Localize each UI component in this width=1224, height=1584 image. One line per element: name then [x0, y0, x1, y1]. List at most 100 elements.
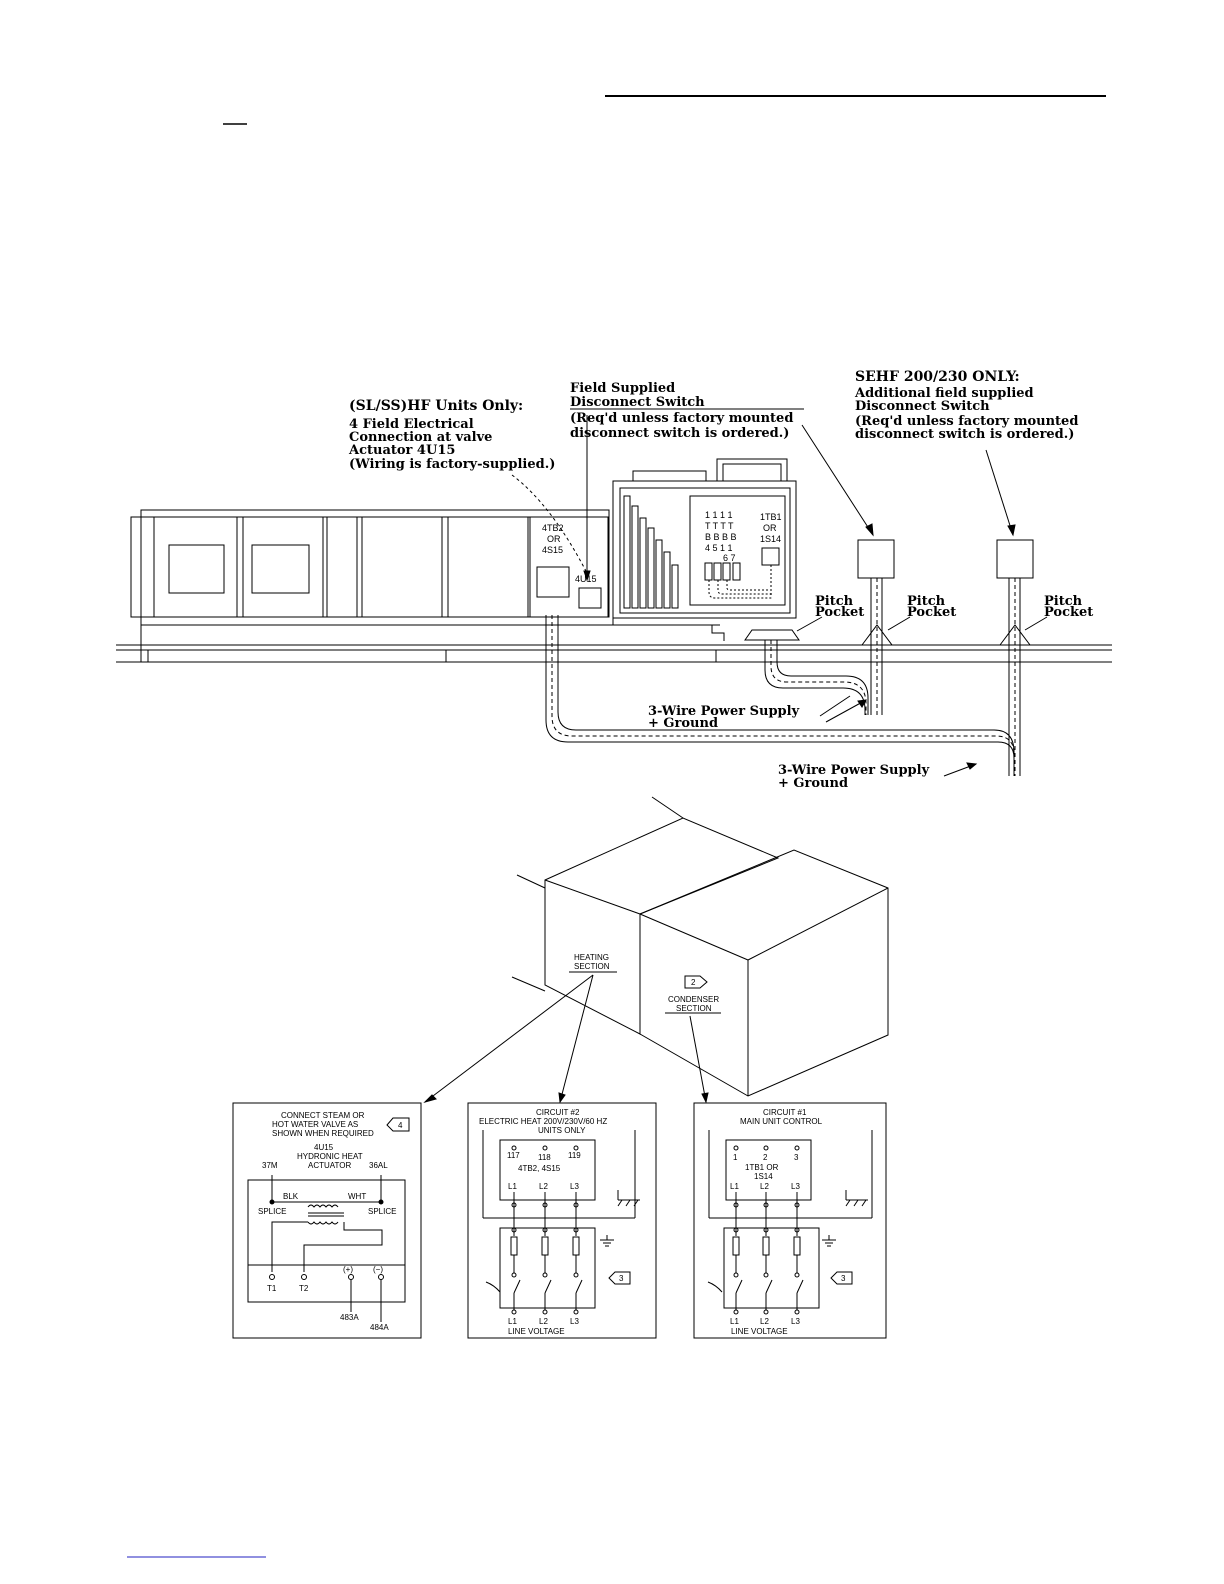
tb1-label-1: 1TB1 — [760, 512, 782, 522]
hydronic-term-right: 36AL — [369, 1161, 388, 1170]
circuit-2-term-1: 117 — [507, 1151, 520, 1160]
hydronic-dev-1: 4U15 — [314, 1143, 334, 1152]
pitch-pocket-1-line1: Pitch — [815, 594, 854, 609]
sehf-line2: Additional field supplied — [854, 386, 1034, 401]
hydronic-dev-2: HYDRONIC HEAT — [297, 1152, 363, 1161]
circuit-2-term-2: 118 — [538, 1153, 551, 1162]
hydronic-tag: 4 — [398, 1121, 403, 1130]
hydronic-title-2: HOT WATER VALVE AS — [272, 1120, 358, 1129]
circuit-2-title-3: UNITS ONLY — [538, 1126, 586, 1135]
hydronic-splice-right: SPLICE — [368, 1207, 396, 1216]
condenser-section-line2: SECTION — [676, 1004, 712, 1013]
circuit-1-term-2: 2 — [763, 1153, 768, 1162]
circuit-1-term-1: 1 — [733, 1153, 738, 1162]
power-supply-2-line1: 3-Wire Power Supply — [778, 763, 930, 778]
circuit-1-block-1: 1TB1 OR — [745, 1163, 779, 1172]
tb-col-row2: T T T T — [705, 521, 734, 531]
circuit-2-tag: 3 — [619, 1274, 624, 1283]
circuit-2-title-2: ELECTRIC HEAT 200V/230V/60 HZ — [479, 1117, 607, 1126]
circuit-1-text: CIRCUIT #1 MAIN UNIT CONTROL 1 2 3 1TB1 … — [730, 1108, 846, 1336]
pitch-pocket-3-line2: Pocket — [1044, 605, 1093, 620]
unit-side-view — [116, 408, 1112, 777]
circuit-1-line-voltage: LINE VOLTAGE — [731, 1327, 788, 1336]
hydronic-title-1: CONNECT STEAM OR — [281, 1111, 365, 1120]
sehf-line5: disconnect switch is ordered.) — [855, 427, 1074, 442]
hydronic-plus: (+) — [343, 1265, 353, 1274]
hydronic-wire-left: BLK — [283, 1192, 299, 1201]
circuit-2-term-3: 119 — [568, 1151, 581, 1160]
power-supply-1-line2: + Ground — [648, 716, 718, 731]
hydronic-t1: T1 — [267, 1284, 277, 1293]
circuit-2-panel — [467, 1102, 657, 1339]
u15-label: 4U15 — [575, 574, 597, 584]
circuit-2-l2: L2 — [539, 1182, 548, 1191]
tb-col-row1: 1 1 1 1 — [705, 510, 733, 520]
unit-labels: 4TB2 OR 4S15 4U15 1TB1 OR 1S14 1 1 1 1 T… — [542, 510, 782, 584]
sl-ss-callout-line5: (Wiring is factory-supplied.) — [349, 457, 555, 472]
circuit-2-bl3: L3 — [570, 1317, 579, 1326]
sehf-line3: Disconnect Switch — [855, 399, 990, 414]
hydronic-dev-3: ACTUATOR — [308, 1161, 351, 1170]
circuit-1-bl1: L1 — [730, 1317, 739, 1326]
tb1-label-2: OR — [763, 523, 777, 533]
pitch-pocket-2-line1: Pitch — [907, 594, 946, 609]
hydronic-title-3: SHOWN WHEN REQUIRED — [272, 1129, 374, 1138]
circuit-1-block-2: 1S14 — [754, 1172, 773, 1181]
circuit-1-title-2: MAIN UNIT CONTROL — [740, 1117, 823, 1126]
circuit-2-l1: L1 — [508, 1182, 517, 1191]
iso-labels: HEATING SECTION CONDENSER SECTION 2 — [574, 953, 719, 1013]
circuit-1-l3: L3 — [791, 1182, 800, 1191]
field-disconnect-line2: Disconnect Switch — [570, 395, 705, 410]
power-supply-1-line1: 3-Wire Power Supply — [648, 704, 800, 719]
tb1-label-3: 1S14 — [760, 534, 781, 544]
circuit-1-title-1: CIRCUIT #1 — [763, 1108, 807, 1117]
tb2-label-3: 4S15 — [542, 545, 563, 555]
circuit-1-panel — [693, 1102, 887, 1339]
tb-col-row4: 4 5 1 1 — [705, 543, 733, 553]
circuit-2-text: CIRCUIT #2 ELECTRIC HEAT 200V/230V/60 HZ… — [479, 1108, 624, 1336]
power-supply-2-line2: + Ground — [778, 776, 848, 791]
condenser-section-line1: CONDENSER — [668, 995, 719, 1004]
heating-section-line2: SECTION — [574, 962, 610, 971]
circuit-1-term-3: 3 — [794, 1153, 799, 1162]
pitch-pocket-2-line2: Pocket — [907, 605, 956, 620]
hydronic-actuator-panel — [232, 1102, 422, 1339]
circuit-1-l1: L1 — [730, 1182, 739, 1191]
circuit-2-title-1: CIRCUIT #2 — [536, 1108, 580, 1117]
sl-ss-callout-line1: (SL/SS)HF Units Only: — [349, 398, 523, 414]
terminal-circles — [511, 1145, 800, 1151]
circuit-2-l3: L3 — [570, 1182, 579, 1191]
circuit-2-line-voltage: LINE VOLTAGE — [508, 1327, 565, 1336]
heating-section-line1: HEATING — [574, 953, 609, 962]
circuit-1-tag: 3 — [841, 1274, 846, 1283]
tb2-label-2: OR — [547, 534, 561, 544]
field-disconnect-line4: disconnect switch is ordered.) — [570, 426, 789, 441]
top-callouts: (SL/SS)HF Units Only: 4 Field Electrical… — [348, 369, 1093, 791]
field-disconnect-line1: Field Supplied — [570, 381, 675, 396]
coil-bars — [623, 495, 679, 609]
hydronic-t2: T2 — [299, 1284, 309, 1293]
tb2-label-1: 4TB2 — [542, 523, 564, 533]
hydronic-483a: 483A — [340, 1313, 359, 1322]
hydronic-minus: (−) — [373, 1265, 383, 1274]
hydronic-splice-left: SPLICE — [258, 1207, 286, 1216]
tb-col-row5: 6 7 — [723, 553, 736, 563]
isometric-unit — [423, 796, 889, 1104]
sehf-line4: (Req'd unless factory mounted — [855, 414, 1078, 429]
sl-ss-callout-line3: Connection at valve — [349, 430, 492, 445]
pitch-pocket-3-line1: Pitch — [1044, 594, 1083, 609]
circuit-1-l2: L2 — [760, 1182, 769, 1191]
hydronic-panel-text: CONNECT STEAM OR HOT WATER VALVE AS SHOW… — [258, 1111, 403, 1332]
sl-ss-callout-line2: 4 Field Electrical — [349, 417, 474, 432]
field-disconnect-line3: (Req'd unless factory mounted — [570, 411, 793, 426]
hydronic-term-left: 37M — [262, 1161, 278, 1170]
circuit-2-bl2: L2 — [539, 1317, 548, 1326]
circuit-2-block: 4TB2, 4S15 — [518, 1164, 561, 1173]
sl-ss-callout-line4: Actuator 4U15 — [348, 443, 455, 458]
tag-2: 2 — [691, 978, 696, 987]
circuit-1-bl3: L3 — [791, 1317, 800, 1326]
sehf-line1: SEHF 200/230 ONLY: — [855, 369, 1020, 385]
circuit-2-bl1: L1 — [508, 1317, 517, 1326]
tb-col-row3: B B B B — [705, 532, 737, 542]
